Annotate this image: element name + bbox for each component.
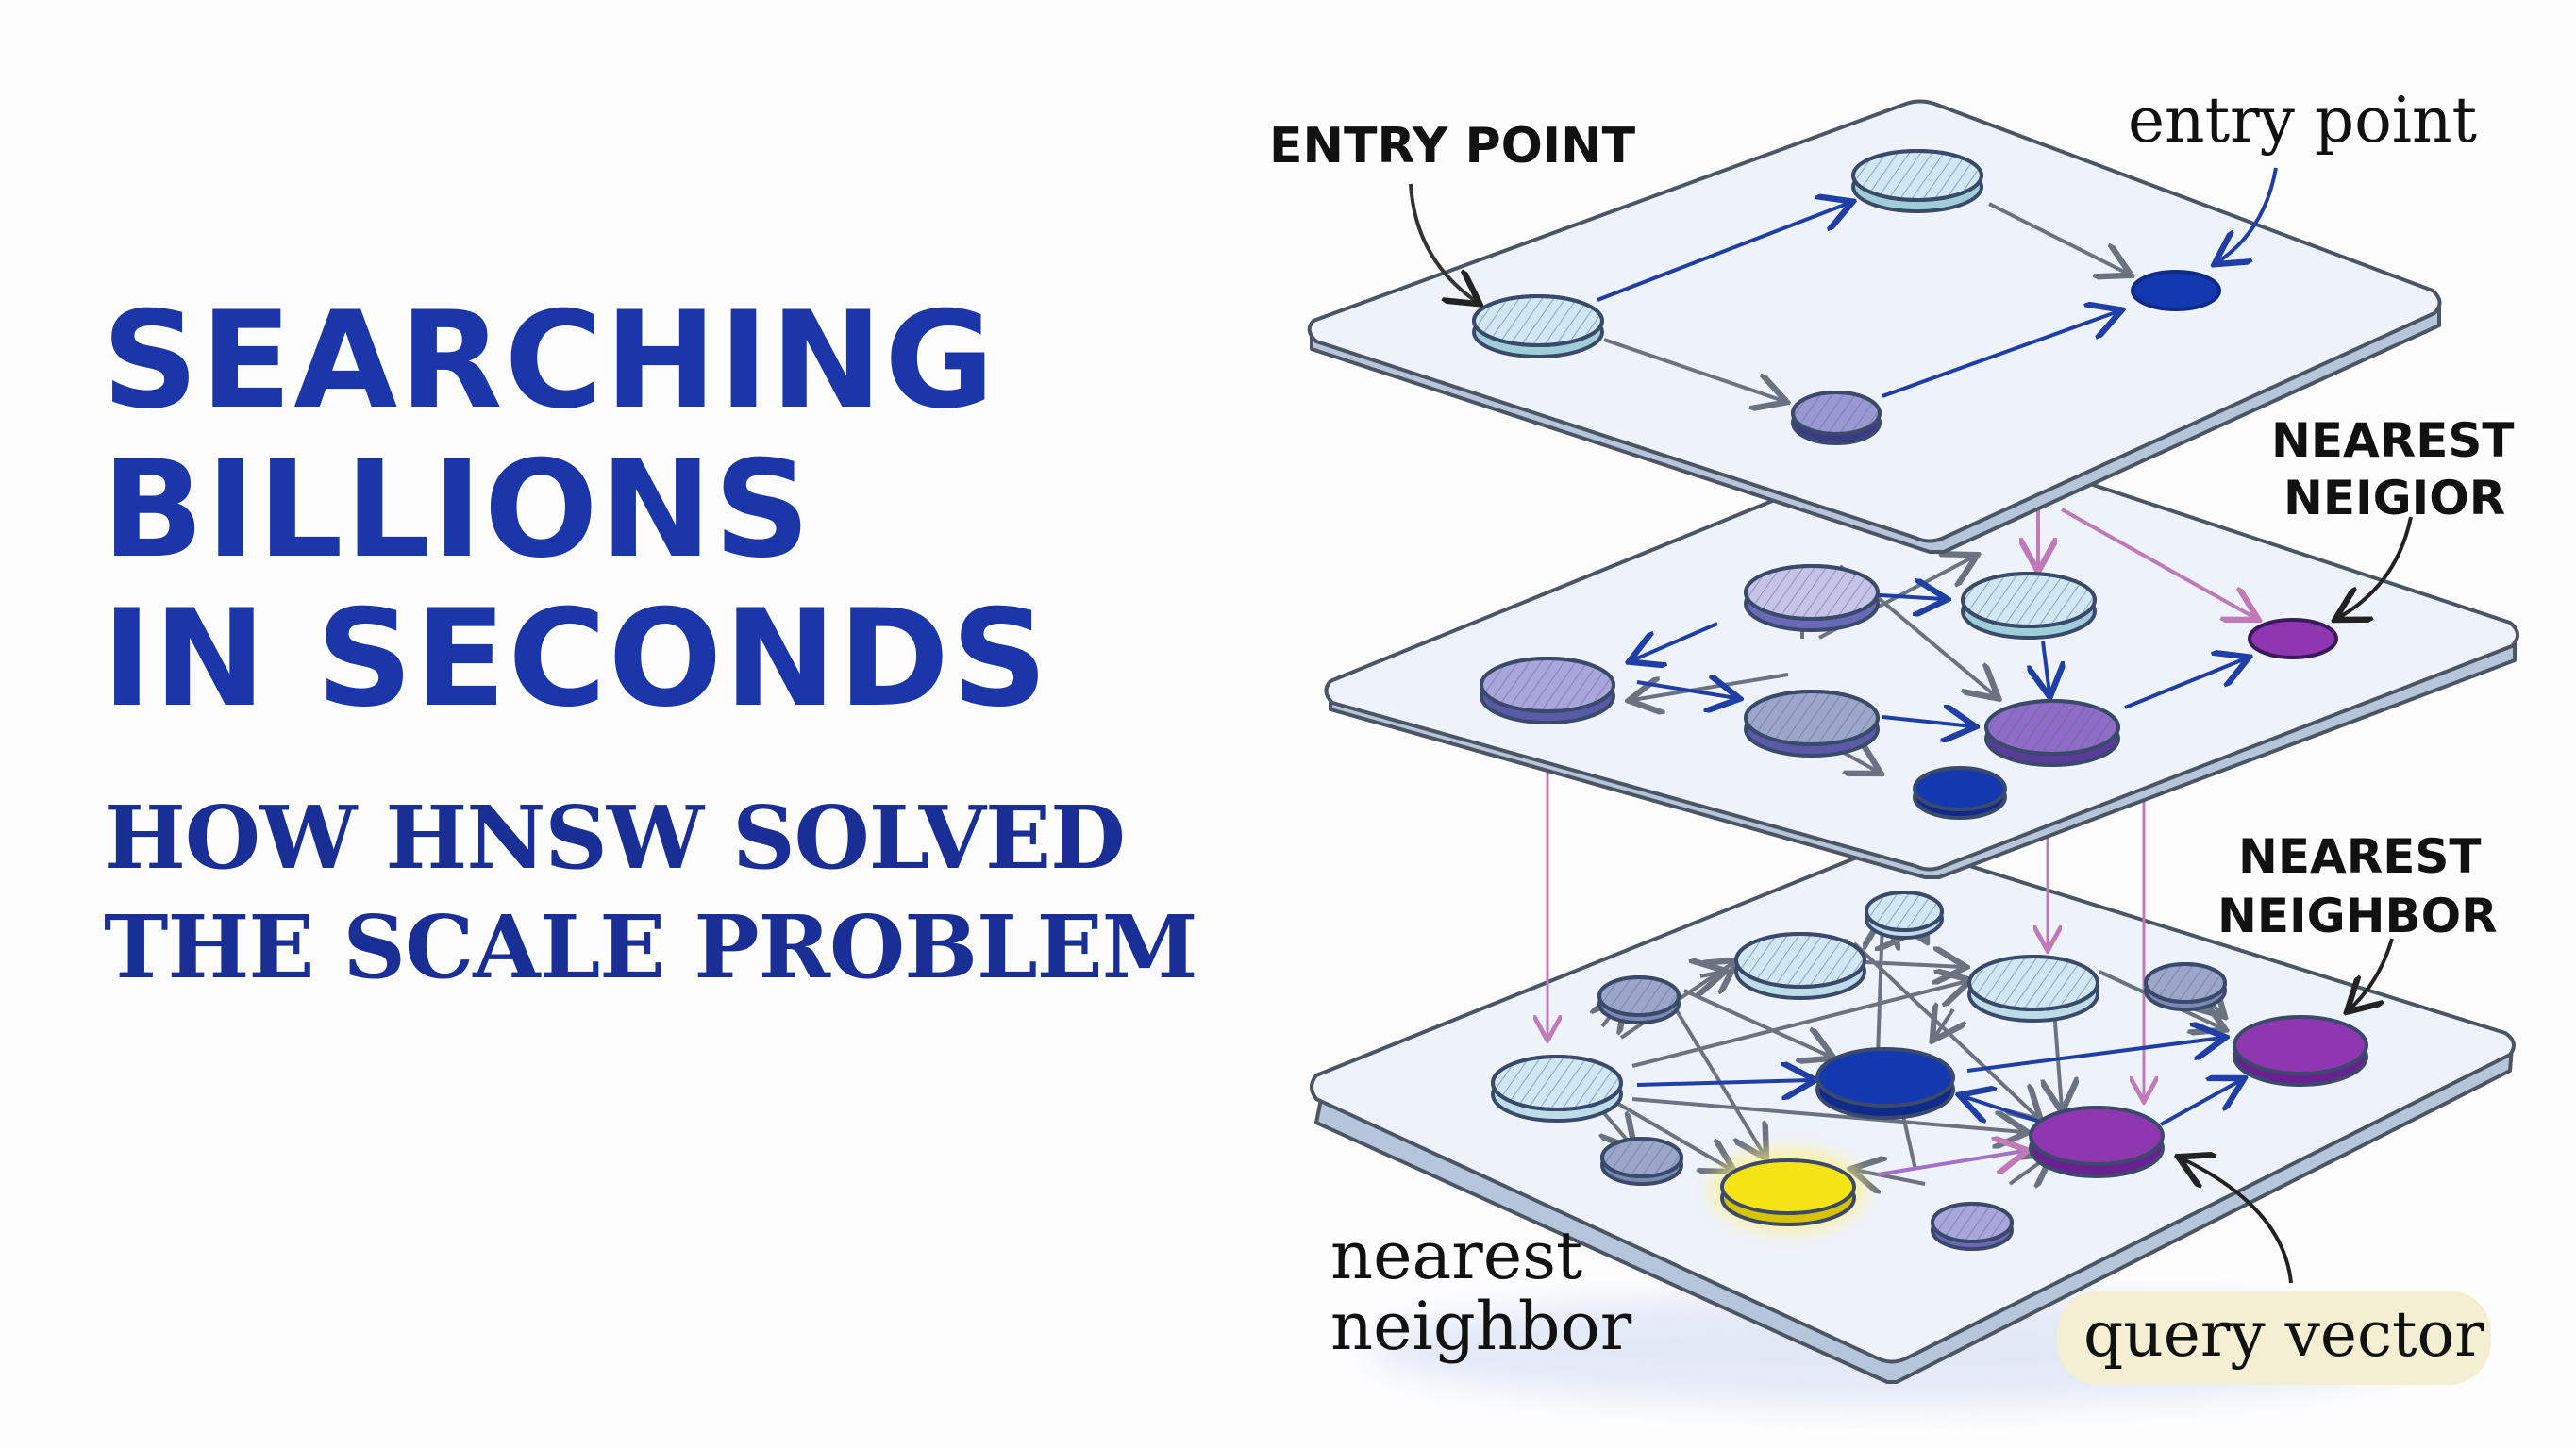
node-lavender <box>1931 1202 2014 1251</box>
middle-layer-nodes <box>1480 564 2338 820</box>
headline-line-2: BILLIONS <box>102 432 812 588</box>
node-slate <box>1597 975 1681 1024</box>
node-light <box>1734 932 1866 1000</box>
node-slate <box>2144 962 2227 1011</box>
label-nearest-neigior-line1: NEAREST <box>2271 413 2514 468</box>
node-light <box>1851 149 1983 213</box>
headline-line-1: SEARCHING <box>102 283 996 439</box>
label-query-vector: query vector <box>2083 1298 2484 1371</box>
label-entry-point-upper: ENTRY POINT <box>1269 118 1636 175</box>
node-entry-point <box>1472 294 1604 358</box>
node-violet <box>1984 699 2120 767</box>
headline-line-3: IN SECONDS <box>102 581 1050 737</box>
label-nearest-neighbor-lower-line1: nearest <box>1330 1217 1582 1294</box>
node-light <box>1967 955 2099 1023</box>
label-nearest-neighbor-lower-line2: neighbor <box>1330 1288 1632 1365</box>
subheadline-line-2: THE SCALE PROBLEM <box>104 896 1198 998</box>
middle-layer-edges <box>1632 505 2255 772</box>
label-nearest-neigior-line2: NEIGIOR <box>2283 471 2505 525</box>
node-lavender <box>1480 657 1615 724</box>
annotations: ENTRY POINT entry point NEAREST NEIGIOR … <box>1269 84 2514 1385</box>
node-light <box>1865 891 1944 940</box>
node-light <box>1961 572 2097 640</box>
bottom-layer-nodes <box>1491 891 2368 1251</box>
subheadline-line-1: HOW HNSW SOLVED <box>104 787 1126 889</box>
node-slate <box>1744 690 1880 758</box>
node-purple-query <box>2029 1106 2165 1178</box>
node-light <box>1491 1055 1623 1123</box>
node-purple-nearest <box>2233 1015 2368 1087</box>
node-purple-nearest <box>2248 618 2338 659</box>
node-navy <box>1913 766 2007 820</box>
node-slate <box>1600 1137 1683 1186</box>
query-vector-badge <box>2057 1291 2491 1385</box>
top-layer-nodes <box>1472 149 2221 445</box>
label-entry-point-lower: entry point <box>2128 84 2477 157</box>
node-lavender <box>1791 391 1882 445</box>
label-nearest-neighbor-line1: NEAREST <box>2238 829 2481 884</box>
node-lavender <box>1744 564 1880 632</box>
node-navy <box>1815 1047 1955 1120</box>
node-yellow-nearest <box>1720 1158 1856 1226</box>
label-nearest-neighbor-line2: NEIGHBOR <box>2217 889 2498 943</box>
top-layer-edges <box>1597 203 2128 401</box>
node-navy-target <box>2131 270 2221 311</box>
